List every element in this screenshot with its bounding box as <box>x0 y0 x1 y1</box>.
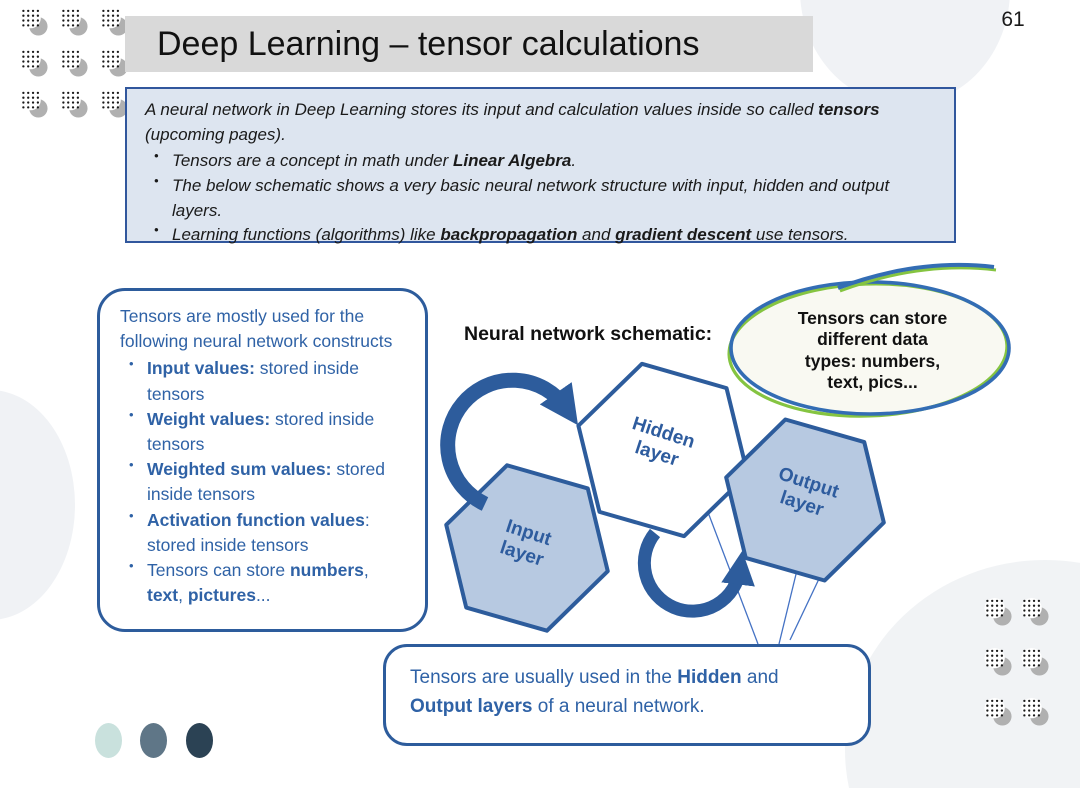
input-layer-label: Input layer <box>497 515 554 571</box>
dots-circle-icon <box>1021 597 1049 626</box>
constructs-box: Tensors are mostly used for the followin… <box>97 288 428 632</box>
dots-circle-icon <box>20 7 48 36</box>
page-number: 61 <box>1001 8 1025 31</box>
dots-circle-motifs-top-left <box>20 7 129 119</box>
decorative-oval-navy <box>186 723 213 758</box>
callout-line-output2 <box>789 542 837 641</box>
dots-circle-icon <box>20 89 48 118</box>
title-bar: Deep Learning – tensor calculations <box>125 16 813 72</box>
background-ellipse-left <box>0 390 75 620</box>
oval-swoosh-green <box>839 266 997 293</box>
callout-line-output <box>778 565 799 645</box>
constructs-intro: Tensors are mostly used for the followin… <box>120 306 393 352</box>
callout-line-hidden <box>694 477 759 645</box>
info-intro: A neural network in Deep Learning stores… <box>145 100 880 144</box>
info-bullet: The below schematic shows a very basic n… <box>145 172 936 223</box>
hidden-layer-label: Hidden layer <box>629 413 698 471</box>
dots-circle-icon <box>60 7 88 36</box>
schematic-heading: Neural network schematic: <box>464 323 713 345</box>
dots-circle-motifs-right <box>984 597 1050 727</box>
dots-circle-icon <box>20 48 48 77</box>
decorative-oval-teal <box>95 723 122 758</box>
oval-swoosh-blue <box>837 262 995 290</box>
info-box: A neural network in Deep Learning stores… <box>125 87 956 244</box>
info-bullet-list: Tensors are a concept in math under Line… <box>145 147 936 248</box>
dots-circle-icon <box>60 48 88 77</box>
constructs-bullet: Input values: stored inside tensors <box>120 355 409 406</box>
dots-circle-icon <box>1021 647 1049 676</box>
dots-circle-icon <box>984 597 1012 626</box>
data-types-text: Tensors can store different data types: … <box>797 308 948 393</box>
info-bullet: Learning functions (algorithms) like bac… <box>145 221 936 248</box>
dots-circle-icon <box>60 89 88 118</box>
data-types-oval <box>727 262 1011 418</box>
usage-box: Tensors are usually used in the Hidden a… <box>383 644 871 746</box>
curved-arrow-hidden-to-output <box>637 528 755 618</box>
usage-text: Tensors are usually used in the Hidden a… <box>410 667 779 717</box>
oval-green-outline <box>727 282 1009 418</box>
constructs-bullet: Activation function values: stored insid… <box>120 506 409 558</box>
constructs-bullet: Weight values: stored inside tensors <box>120 406 409 457</box>
dots-circle-icon <box>1021 697 1049 726</box>
dots-circle-icon <box>984 647 1012 676</box>
constructs-bullet-list: Input values: stored inside tensors Weig… <box>120 355 409 608</box>
page-title: Deep Learning – tensor calculations <box>157 24 700 63</box>
output-layer-label: Output layer <box>775 463 842 521</box>
decorative-oval-slate <box>140 723 167 758</box>
constructs-bullet: Tensors can store numbers, text, picture… <box>120 557 409 608</box>
dots-circle-icon <box>984 697 1012 726</box>
info-bullet: Tensors are a concept in math under Line… <box>145 147 936 174</box>
constructs-bullet: Weighted sum values: stored inside tenso… <box>120 456 409 507</box>
curved-arrow-input-to-hidden <box>440 372 579 511</box>
